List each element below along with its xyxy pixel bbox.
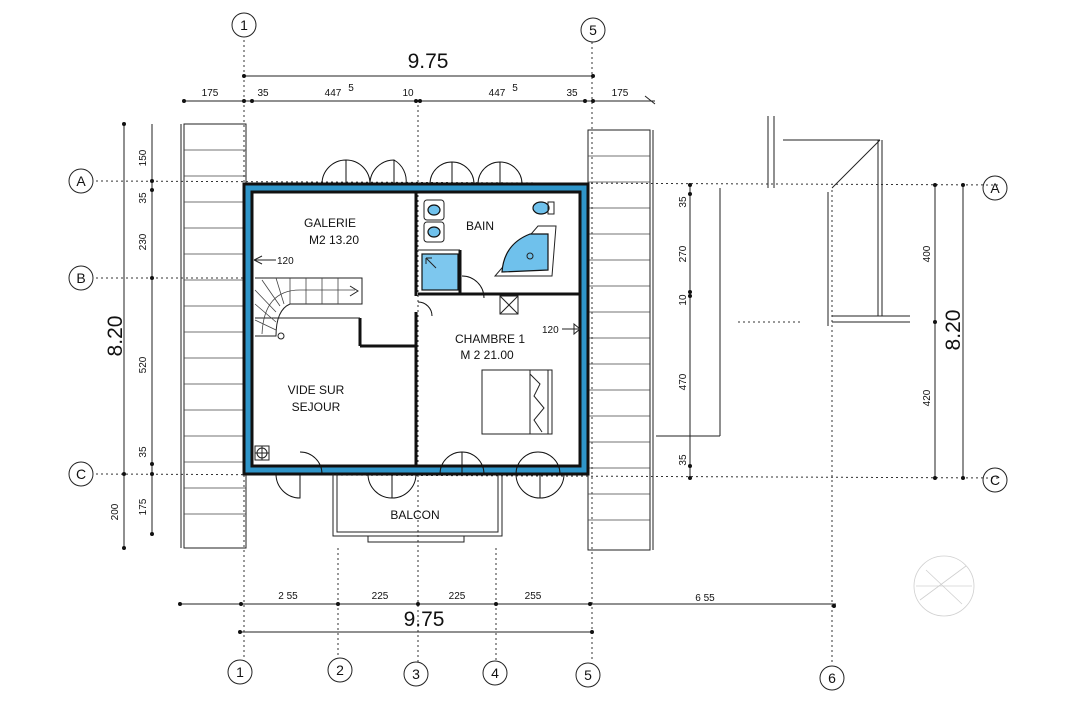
axis-bubble-bottom-5: 5 <box>575 662 601 688</box>
axis-bubble-top-5: 5 <box>580 17 606 43</box>
axis-bubble-right-c: C <box>982 467 1008 493</box>
dim-top-10: 10 <box>402 88 414 99</box>
faint-stamp-mark <box>913 555 975 617</box>
room-galerie-name: GALERIE <box>304 216 356 230</box>
dim-top-5-left: 5 <box>348 83 354 94</box>
dim-left-520: 520 <box>138 356 149 373</box>
height-marker-left: 120 <box>253 255 294 267</box>
svg-text:120: 120 <box>277 256 294 267</box>
dim-left-175: 175 <box>138 498 149 515</box>
dim-overall-width-top: 9.75 <box>408 50 449 73</box>
svg-text:B: B <box>76 270 85 286</box>
svg-text:6: 6 <box>828 670 836 686</box>
room-balcon-name: BALCON <box>390 508 439 522</box>
washbasin-lower-icon <box>423 221 445 243</box>
dim-right-270: 270 <box>678 245 689 262</box>
double-bed-icon <box>481 369 553 435</box>
svg-text:1: 1 <box>240 17 248 33</box>
dim-bottom-225-left: 225 <box>372 591 389 602</box>
toilet-icon <box>532 201 555 215</box>
svg-text:C: C <box>76 466 86 482</box>
axis-bubble-left-b: B <box>68 265 94 291</box>
dim-top-447-left: 447 <box>325 88 342 99</box>
room-vide-line2: SEJOUR <box>292 400 341 414</box>
dim-left-35-top: 35 <box>138 192 149 204</box>
dim-right-35-top: 35 <box>678 196 689 208</box>
right-roof-eave <box>587 129 654 551</box>
room-labels: GALERIE M2 13.20 BAIN CHAMBRE 1 M 2 21.0… <box>288 216 526 522</box>
axis-bubbles: 1 5 1 2 3 4 5 6 <box>68 12 1008 691</box>
duct-symbol-icon <box>254 445 270 461</box>
room-bain-name: BAIN <box>466 219 494 233</box>
corner-bathtub-icon <box>493 225 557 277</box>
dim-left-150: 150 <box>138 149 149 166</box>
svg-text:5: 5 <box>584 667 592 683</box>
room-galerie-area: M2 13.20 <box>309 233 359 247</box>
svg-text:4: 4 <box>491 665 499 681</box>
axis-bubble-bottom-4: 4 <box>482 660 508 686</box>
axis-bubble-left-c: C <box>68 461 94 487</box>
balcony <box>332 474 503 543</box>
dim-left-230: 230 <box>138 233 149 250</box>
dim-right-35-bottom: 35 <box>678 454 689 466</box>
side-section-sketch <box>656 116 910 437</box>
dim-left-35-bottom: 35 <box>138 446 149 458</box>
room-vide-line1: VIDE SUR <box>288 383 345 397</box>
dim-overall-depth-left: 8.20 <box>104 316 127 357</box>
right-dimensions: 35 270 10 470 35 400 420 8.20 <box>678 183 965 480</box>
svg-text:5: 5 <box>589 22 597 38</box>
dim-bottom-225-right: 225 <box>449 591 466 602</box>
height-marker-right: 120 <box>542 322 581 336</box>
svg-text:1: 1 <box>236 664 244 680</box>
dim-overall-width-bottom: 9.75 <box>404 608 445 631</box>
staircase <box>254 277 363 340</box>
dim-top-175-left: 175 <box>202 88 219 99</box>
dim-right-10: 10 <box>678 294 689 306</box>
grid-lines <box>95 40 1001 665</box>
svg-text:C: C <box>990 472 1000 488</box>
axis-bubble-top-1: 1 <box>231 12 257 38</box>
axis-bubble-right-a: A <box>982 175 1008 201</box>
axis-bubble-bottom-2: 2 <box>327 657 353 683</box>
axis-bubble-bottom-3: 3 <box>403 661 429 687</box>
dim-bottom-255-right: 255 <box>525 591 542 602</box>
bathroom-fixtures <box>421 199 557 315</box>
bottom-dimensions: 2 55 225 225 255 6 55 9.75 <box>178 591 836 634</box>
axis-bubble-bottom-6: 6 <box>819 665 845 691</box>
svg-text:2: 2 <box>336 662 344 678</box>
axis-bubble-bottom-1: 1 <box>227 659 253 685</box>
dim-top-35-right: 35 <box>566 88 578 99</box>
svg-text:3: 3 <box>412 666 420 682</box>
dim-right-420: 420 <box>922 389 933 406</box>
svg-text:A: A <box>76 173 86 189</box>
doors-and-windows <box>275 159 565 499</box>
axis-bubble-left-a: A <box>68 168 94 194</box>
room-chambre-name: CHAMBRE 1 <box>455 332 525 346</box>
dim-top-447-right: 447 <box>489 88 506 99</box>
dim-top-175-right: 175 <box>612 88 629 99</box>
dim-top-35-left: 35 <box>257 88 269 99</box>
left-roof-eave <box>180 123 247 549</box>
room-chambre-area: M 2 21.00 <box>460 348 514 362</box>
washbasin-upper-icon <box>423 199 445 221</box>
top-dimensions: 9.75 175 35 447 5 10 447 5 35 175 <box>182 50 656 105</box>
interior-walls <box>255 192 580 466</box>
dim-right-400: 400 <box>922 245 933 262</box>
dim-bottom-255-left: 2 55 <box>278 591 298 602</box>
dim-bottom-655: 6 55 <box>695 593 715 604</box>
svg-text:120: 120 <box>542 325 559 336</box>
dim-top-5-right: 5 <box>512 83 518 94</box>
svg-text:A: A <box>990 180 1000 196</box>
dim-left-200: 200 <box>110 503 121 520</box>
shower-tray-icon <box>421 253 459 291</box>
dim-overall-depth-right: 8.20 <box>942 310 965 351</box>
left-dimensions: 8.20 150 35 230 520 35 175 200 <box>104 122 154 550</box>
cabinet-icon <box>499 295 519 315</box>
dim-right-470: 470 <box>678 373 689 390</box>
